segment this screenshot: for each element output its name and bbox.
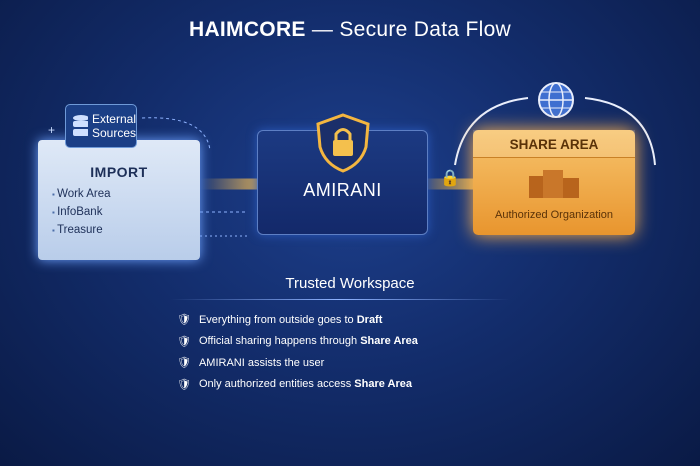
building-icon xyxy=(529,170,579,198)
globe-icon xyxy=(538,82,574,118)
shield-lock-icon xyxy=(316,113,370,173)
item-text: Only authorized entities access xyxy=(198,378,355,391)
checklist-item: 🛡 AMIRANI assists the user xyxy=(177,352,418,374)
import-item: Treasure xyxy=(52,224,186,236)
amirani-label: AMIRANI xyxy=(303,180,382,200)
brand-name: HAIMCORE xyxy=(188,18,306,41)
share-heading: SHARE AREA xyxy=(473,130,635,158)
divider xyxy=(170,299,510,300)
import-heading: IMPORT xyxy=(90,164,148,180)
title-subtitle: Secure Data Flow xyxy=(339,18,512,41)
dashed-connector xyxy=(141,117,211,151)
shield-check-icon: 🛡 xyxy=(177,357,191,370)
item-text: Official sharing happens through xyxy=(198,335,361,348)
checklist-item: 🛡 Only authorized entities access Share A… xyxy=(177,374,418,396)
checklist: 🛡 Everything from outside goes to Draft 🛡… xyxy=(177,309,418,395)
item-text: AMIRANI assists the user xyxy=(198,356,325,369)
shield-check-icon: 🛡 xyxy=(177,378,191,391)
share-area-panel: SHARE AREA Authorized Organization xyxy=(473,130,635,235)
item-bold: Draft xyxy=(356,313,383,326)
page-title: HAIMCORE — Secure Data Flow xyxy=(0,18,700,42)
external-label: External xyxy=(91,112,136,126)
import-panel: IMPORT Work Area InfoBank Treasure xyxy=(38,140,200,260)
item-text: Everything from outside goes to xyxy=(198,313,357,326)
checklist-item: 🛡 Everything from outside goes to Draft xyxy=(177,309,418,331)
database-icon xyxy=(73,115,88,136)
external-label: Sources xyxy=(91,126,136,140)
shield-check-icon: 🛡 xyxy=(177,335,191,348)
curved-arrow xyxy=(584,97,656,166)
lock-icon: 🔒 xyxy=(440,170,460,187)
import-item: InfoBank xyxy=(52,206,186,218)
workspace-heading: Trusted Workspace xyxy=(285,275,415,292)
import-item: Work Area xyxy=(52,188,186,200)
curved-arrow xyxy=(454,97,529,166)
shield-check-icon: 🛡 xyxy=(177,314,191,327)
item-bold: Share Area xyxy=(354,378,412,391)
title-separator: — xyxy=(311,18,334,41)
authorized-org-label: Authorized Organization xyxy=(494,209,613,221)
plus-icon: + xyxy=(48,123,55,137)
checklist-item: 🛡 Official sharing happens through Share … xyxy=(177,331,418,353)
item-bold: Share Area xyxy=(360,335,418,348)
